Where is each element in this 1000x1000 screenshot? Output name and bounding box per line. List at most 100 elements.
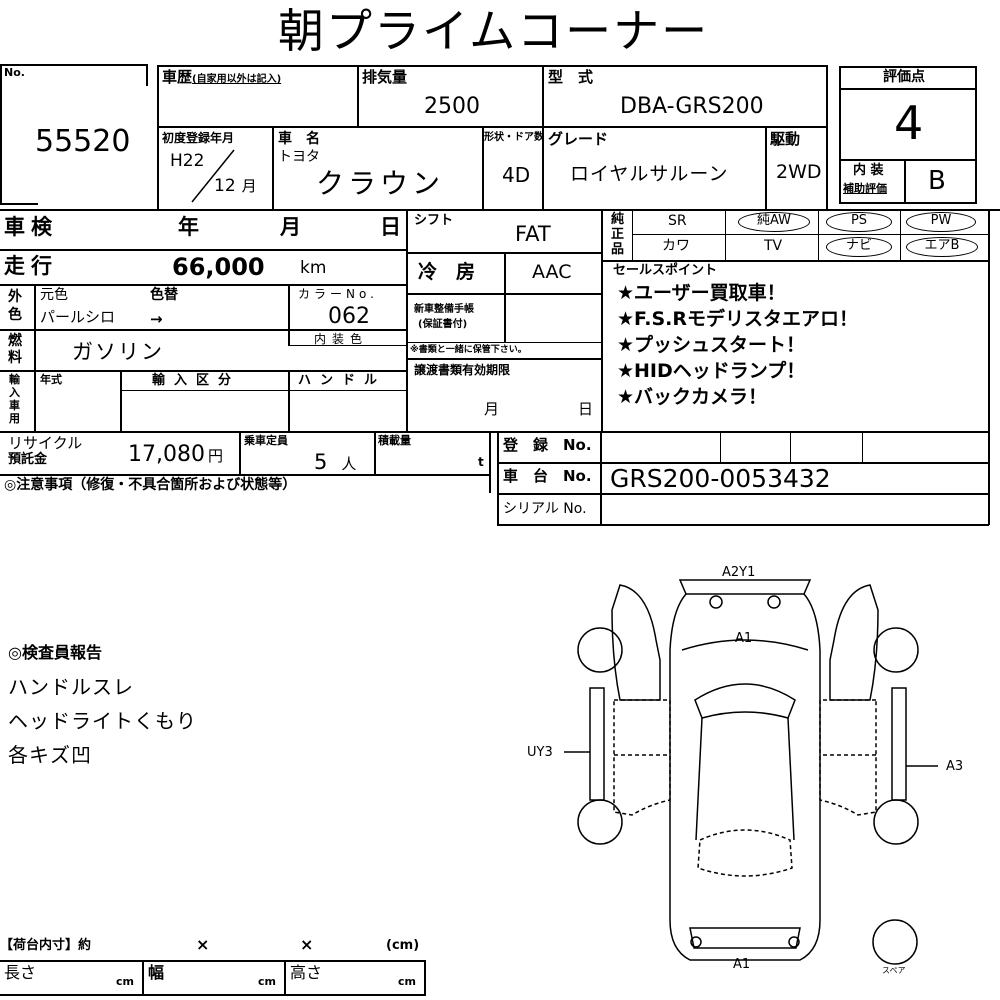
chassis-label: 車 台 No. bbox=[503, 467, 592, 485]
grid-line bbox=[720, 431, 721, 463]
grid-line bbox=[157, 65, 159, 210]
cargo-length-label: 長さ bbox=[4, 963, 37, 982]
first-reg-slash bbox=[191, 149, 235, 203]
grid-line bbox=[0, 329, 407, 331]
right-sill bbox=[891, 687, 907, 801]
grid-line bbox=[0, 209, 1000, 211]
score-box bbox=[839, 66, 977, 204]
grid-line bbox=[0, 284, 407, 286]
diagram-top-label: A2Y1 bbox=[722, 565, 756, 580]
grid-line bbox=[497, 462, 989, 464]
grid-line bbox=[157, 126, 827, 128]
shaken-label: 車検 bbox=[4, 215, 58, 239]
orig-color-label: 元色 bbox=[40, 287, 68, 303]
color-code-value: 062 bbox=[328, 304, 370, 329]
transfer-month: 月 bbox=[484, 400, 500, 418]
fuel-label: 燃料 bbox=[8, 333, 22, 366]
grid-line bbox=[601, 260, 989, 262]
wheel-rear-left bbox=[577, 799, 623, 845]
equip-airbag-circled: エアB bbox=[906, 237, 978, 257]
inspector-line-3: 各キズ凹 bbox=[8, 743, 92, 767]
grid-line bbox=[34, 284, 36, 371]
equip-leather: カワ bbox=[662, 238, 690, 254]
grid-line bbox=[120, 390, 407, 391]
shift-value: FAT bbox=[515, 222, 551, 246]
left-front-door bbox=[611, 584, 661, 701]
no-box-top bbox=[0, 64, 147, 66]
interior-label: 内 装 bbox=[853, 163, 884, 178]
headlight-left bbox=[709, 595, 723, 609]
equip-ps-circled: PS bbox=[826, 212, 892, 232]
inspector-line-1: ハンドルスレ bbox=[8, 675, 134, 699]
grid-line bbox=[497, 431, 499, 525]
wheel-front-right bbox=[873, 627, 919, 673]
serial-label: シリアル No. bbox=[503, 501, 587, 517]
shaken-day: 日 bbox=[380, 215, 401, 239]
inspector-title: ◎検査員報告 bbox=[8, 643, 102, 662]
grid-line bbox=[357, 65, 359, 127]
mileage-value: 66,000 bbox=[172, 253, 265, 281]
grid-line bbox=[497, 524, 989, 526]
model-value: DBA-GRS200 bbox=[620, 94, 764, 119]
import-category-label: 輸入区分 bbox=[152, 373, 241, 388]
spare-tire bbox=[872, 919, 918, 965]
selling-point-5: ★バックカメラ！ bbox=[617, 386, 768, 408]
equip-pw-circled: PW bbox=[906, 212, 976, 232]
selling-points-label: セールスポイント bbox=[613, 263, 718, 278]
grid-line bbox=[406, 358, 602, 360]
grid-line bbox=[34, 370, 36, 432]
grid-line bbox=[272, 126, 274, 210]
car-diagram bbox=[564, 579, 938, 965]
grid-line bbox=[542, 65, 544, 210]
taillight-right bbox=[788, 936, 800, 948]
grid-line bbox=[157, 65, 827, 67]
grid-line bbox=[0, 249, 407, 251]
grid-line bbox=[239, 431, 241, 475]
fuel-value: ガソリン bbox=[72, 340, 164, 364]
grid-line bbox=[765, 126, 767, 210]
grid-line bbox=[601, 209, 603, 431]
rear-bumper bbox=[689, 927, 801, 949]
model-label: 型 式 bbox=[548, 68, 594, 86]
no-box-bottom bbox=[0, 203, 38, 205]
ac-value: AAC bbox=[532, 261, 572, 283]
front-bumper bbox=[678, 579, 812, 595]
grid-line bbox=[904, 159, 906, 204]
chassis-value: GRS200-0053432 bbox=[610, 464, 831, 493]
grade-value: ロイヤルサルーン bbox=[570, 163, 729, 185]
recycle-label: リサイクル bbox=[8, 434, 83, 452]
equip-tv: TV bbox=[764, 238, 783, 254]
right-front-door bbox=[829, 584, 879, 701]
grid-line bbox=[288, 370, 290, 432]
grid-line bbox=[988, 209, 990, 431]
grid-line bbox=[862, 431, 863, 463]
grid-line bbox=[406, 209, 408, 431]
equip-navi-circled: ナビ bbox=[826, 237, 892, 257]
grid-line bbox=[504, 293, 506, 343]
grid-line bbox=[900, 209, 901, 261]
cargo-height-unit: cm bbox=[398, 975, 416, 988]
diagram-hood-label: A1 bbox=[735, 631, 753, 646]
import-year-label: 年式 bbox=[40, 373, 62, 386]
no-value: 55520 bbox=[35, 124, 131, 159]
hood-lines bbox=[681, 639, 809, 651]
grid-line bbox=[988, 431, 990, 525]
grid-line bbox=[288, 284, 290, 346]
score-value: 4 bbox=[894, 96, 924, 150]
interior-value: B bbox=[928, 166, 946, 196]
diagram-bottom-label: A1 bbox=[733, 957, 751, 972]
mileage-label: 走行 bbox=[4, 254, 58, 278]
cargo-width-unit: cm bbox=[258, 975, 276, 988]
grid-line bbox=[790, 431, 791, 463]
diagram-spare-label: スペア bbox=[882, 966, 906, 975]
cargo-width-label: 幅 bbox=[148, 963, 165, 982]
grid-line bbox=[120, 370, 122, 432]
registration-label: 登 録 No. bbox=[503, 436, 592, 454]
grid-line bbox=[497, 493, 989, 495]
drive-value: 2WD bbox=[776, 161, 822, 183]
cargo-x2: × bbox=[300, 935, 314, 954]
left-sill bbox=[589, 687, 605, 801]
